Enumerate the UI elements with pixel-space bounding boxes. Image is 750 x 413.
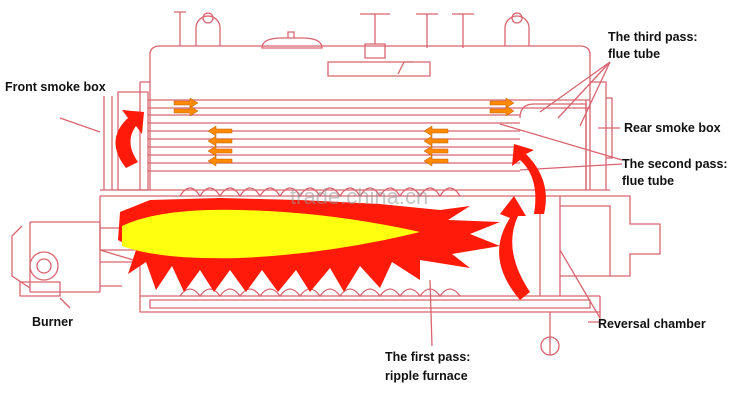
rear-reversal-arrow-lower <box>499 196 530 300</box>
leader-lines <box>59 61 623 347</box>
label-burner: Burner <box>32 315 73 329</box>
label-third-pass-line1: The third pass: <box>608 30 698 44</box>
furnace-flame <box>118 198 500 292</box>
tube-flow-arrows <box>173 97 515 167</box>
label-reversal-chamber: Reversal chamber <box>598 317 706 331</box>
label-first-pass-line2: ripple furnace <box>385 369 468 383</box>
flow-arrows <box>115 110 546 300</box>
label-second-pass-line2: flue tube <box>622 174 675 188</box>
top-fittings <box>174 11 530 77</box>
boiler-shell <box>11 45 661 356</box>
label-front-smoke-box: Front smoke box <box>5 80 106 94</box>
front-reversal-arrow <box>115 110 144 168</box>
watermark: trade.china.cn <box>290 184 429 209</box>
label-second-pass-line1: The second pass: <box>622 157 728 171</box>
rear-reversal-arrow-upper <box>512 144 546 214</box>
label-third-pass-line2: flue tube <box>608 47 661 61</box>
label-first-pass-line1: The first pass: <box>385 350 471 364</box>
label-rear-smoke-box: Rear smoke box <box>624 121 721 135</box>
